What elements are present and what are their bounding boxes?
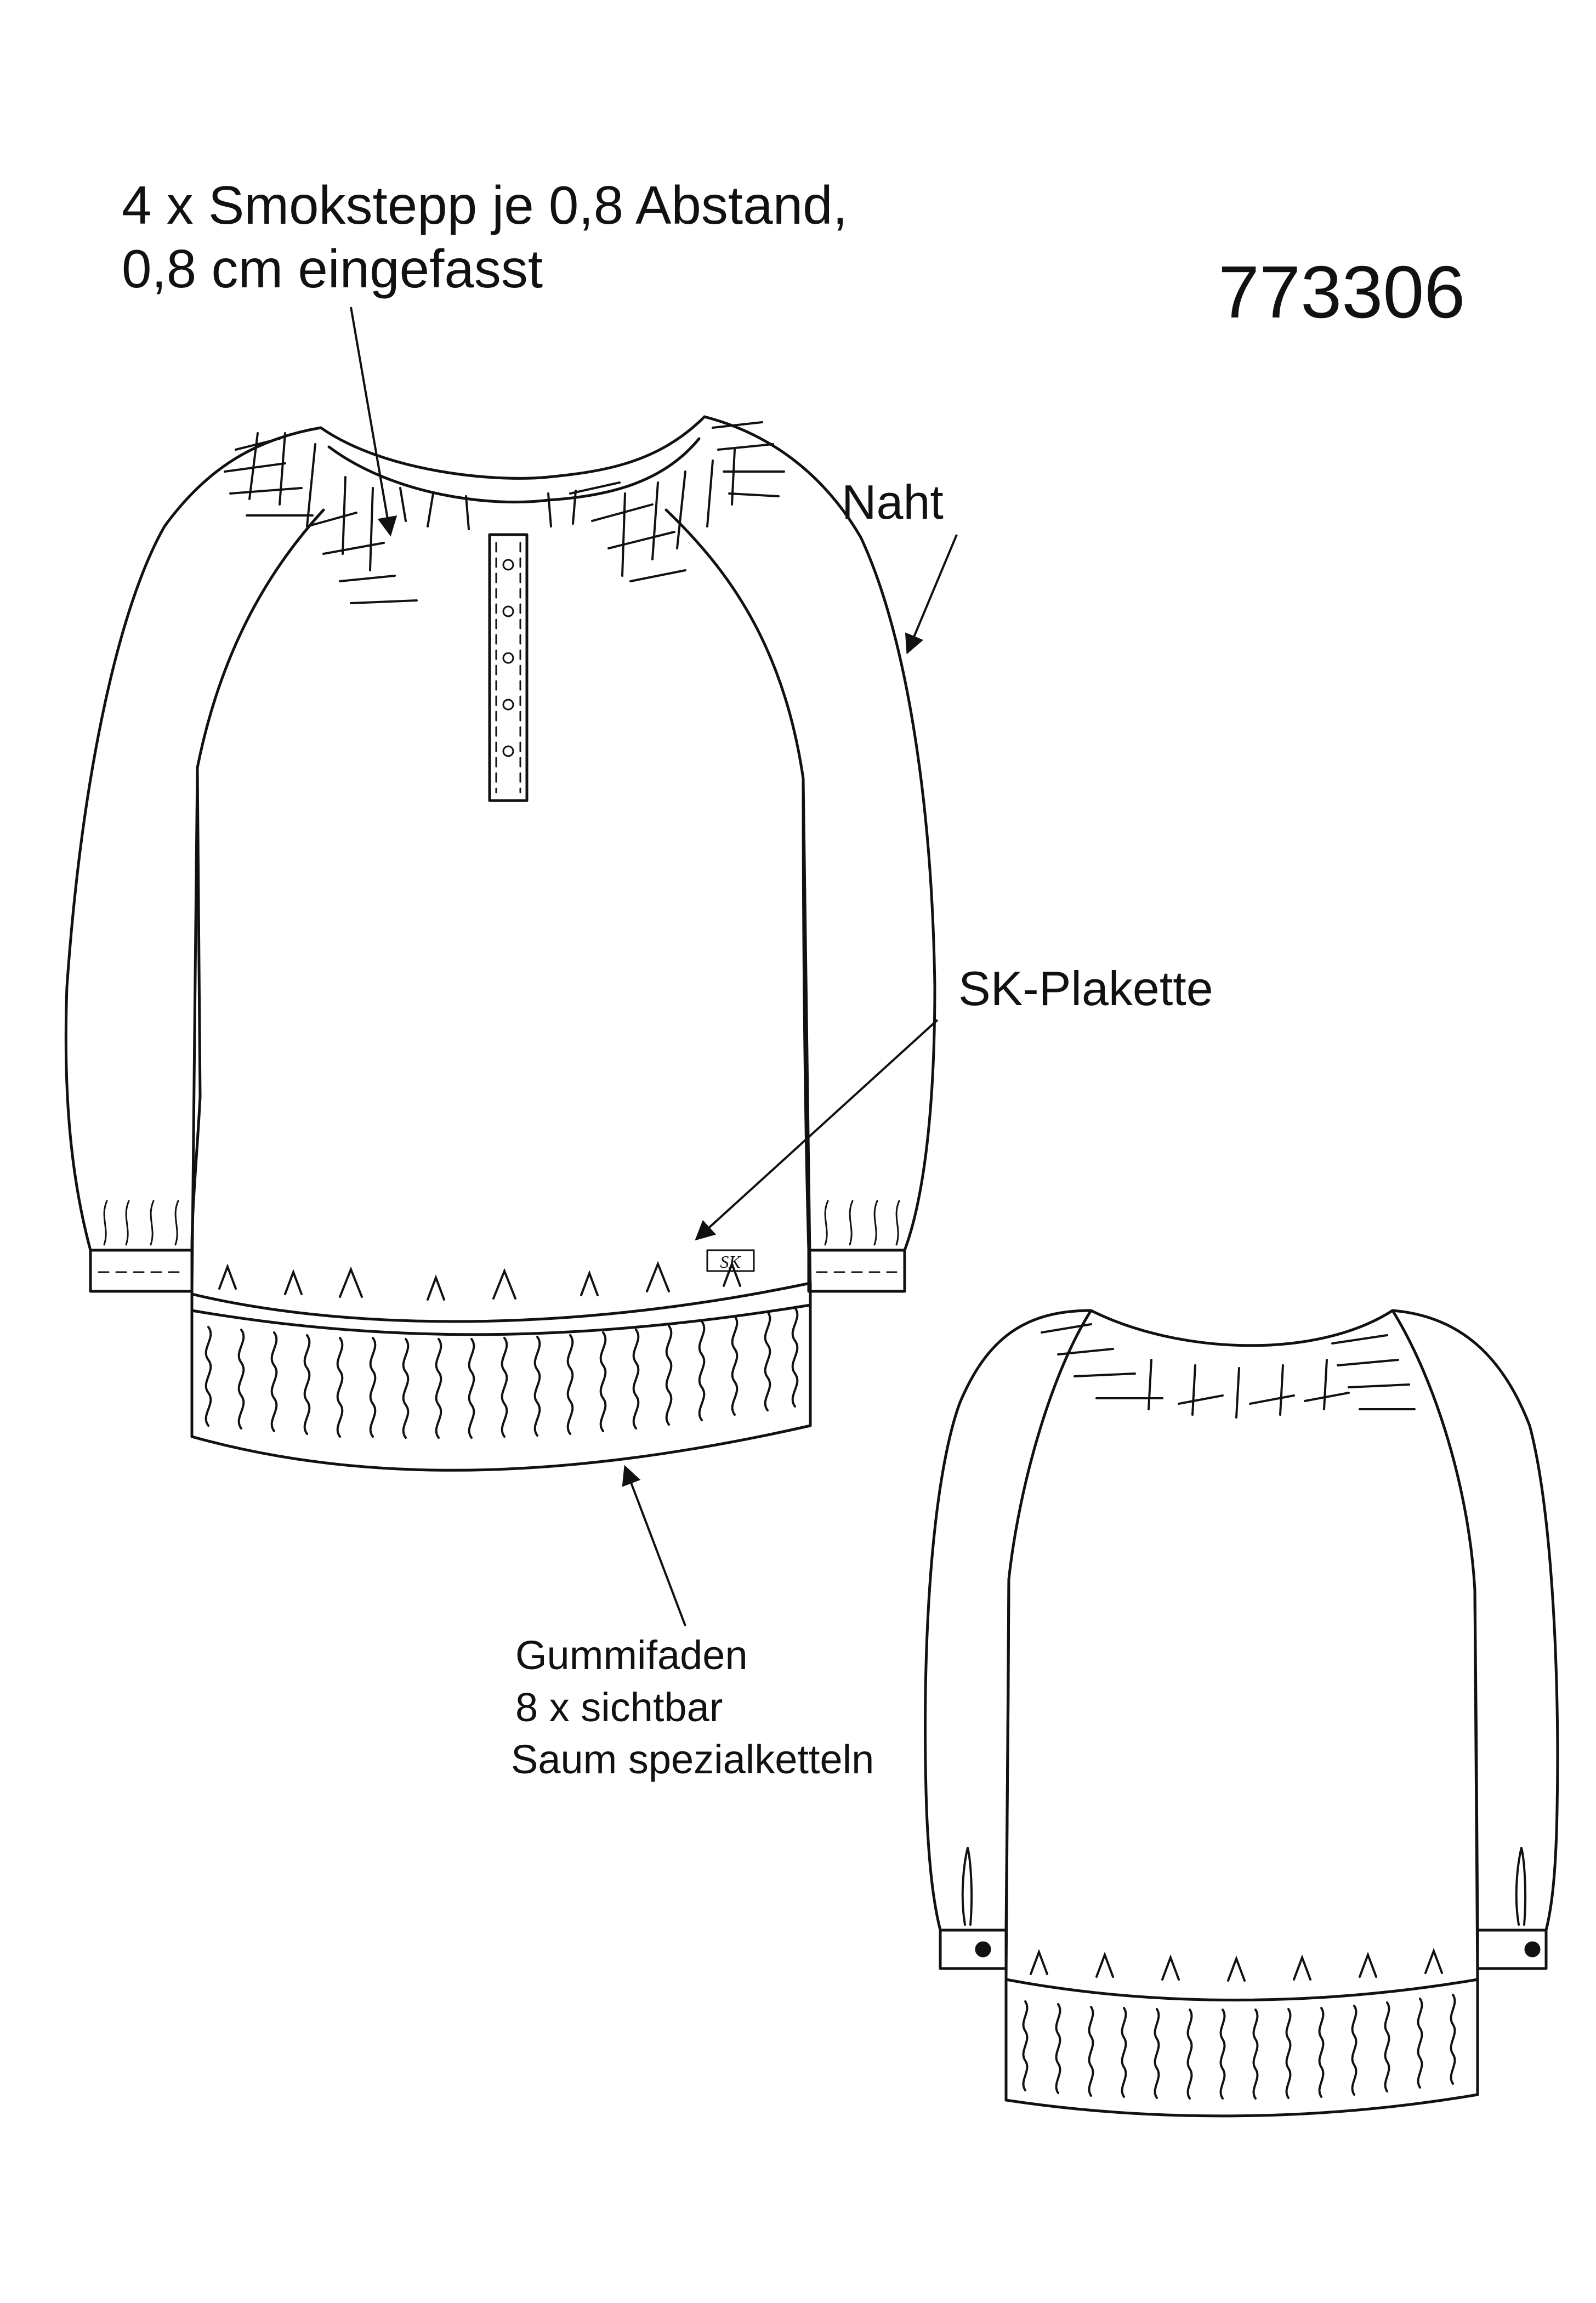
back-neck-smocking xyxy=(1041,1323,1416,1419)
hem-leader-arrow xyxy=(622,1465,686,1626)
back-left-cuff-slit xyxy=(961,1847,973,1926)
front-hem-shirring xyxy=(205,1261,799,1439)
button-icon xyxy=(502,605,514,617)
back-body-left-side xyxy=(1004,1578,1010,1981)
front-right-sleeve xyxy=(703,415,936,1252)
front-right-cuff-gathers xyxy=(824,1200,900,1246)
back-left-cuff xyxy=(939,1928,1008,1970)
front-body-right-side xyxy=(802,777,812,1296)
smocking-note-line1: 4 x Smokstepp je 0,8 Abstand, xyxy=(122,175,848,235)
back-neckline xyxy=(1089,1309,1394,1347)
hem-note-line2: 8 x sichtbar xyxy=(515,1684,723,1730)
button-icon xyxy=(502,559,514,571)
button-icon xyxy=(502,652,514,664)
label-patch-note: SK-Plakette xyxy=(958,961,1213,1016)
front-placket-buttons xyxy=(502,559,514,757)
style-number: 773306 xyxy=(1218,251,1466,333)
back-view xyxy=(924,1309,1559,2118)
seam-note: Naht xyxy=(842,475,944,529)
back-raglan-right xyxy=(1391,1309,1476,1592)
front-placket-stitch xyxy=(495,542,521,793)
front-raglan-right xyxy=(664,508,805,780)
back-hem-shirring xyxy=(1022,1948,1456,2100)
front-hem-band-seam xyxy=(190,1303,812,1336)
front-placket xyxy=(488,533,529,802)
front-neck-smocking xyxy=(224,421,785,604)
label-patch-leader-arrow xyxy=(695,1019,939,1241)
front-neckline-band xyxy=(327,437,701,504)
seam-leader-arrow xyxy=(905,534,958,655)
back-right-cuff-slit xyxy=(1515,1847,1527,1926)
front-view: SK xyxy=(64,415,936,1472)
hem-note-line3: Saum spezialketteln xyxy=(511,1737,874,1782)
front-hem-band-top xyxy=(190,1281,812,1323)
front-right-cuff xyxy=(807,1249,906,1293)
hem-note-line1: Gummifaden xyxy=(515,1632,748,1678)
back-hem-band-top xyxy=(1004,1978,1479,2001)
button-icon xyxy=(502,745,514,757)
sk-patch xyxy=(706,1249,755,1272)
smocking-note-line2: 0,8 cm eingefasst xyxy=(122,239,543,299)
front-left-cuff-gathers xyxy=(103,1200,179,1246)
back-left-cuff-button-icon xyxy=(975,1941,991,1958)
back-body-right-side xyxy=(1473,1589,1479,1981)
front-left-cuff xyxy=(89,1249,194,1293)
front-neckline-outer xyxy=(319,415,706,480)
front-raglan-left xyxy=(196,508,325,769)
front-hem-bottom xyxy=(190,1424,812,1472)
smocking-leader-arrow xyxy=(350,307,397,537)
leader-arrows xyxy=(350,307,958,1626)
back-right-cuff-button-icon xyxy=(1524,1941,1541,1958)
back-raglan-left xyxy=(1007,1309,1093,1581)
back-hem-bottom xyxy=(1004,2093,1479,2118)
front-body-left-side xyxy=(190,766,199,1296)
button-icon xyxy=(502,699,514,711)
